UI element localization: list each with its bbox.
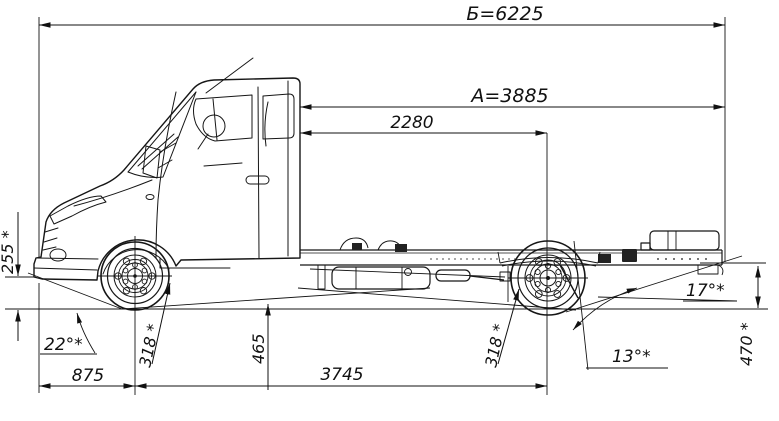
fog-lamp bbox=[49, 248, 67, 262]
headlight bbox=[49, 195, 107, 225]
exhaust-downpipe bbox=[339, 237, 369, 251]
driveshaft bbox=[309, 268, 506, 278]
dim-front-overhang bbox=[38, 283, 135, 393]
vent-window-divider bbox=[212, 98, 218, 141]
axle-centerlines bbox=[98, 133, 588, 395]
fuel-tank bbox=[331, 266, 431, 290]
spring-shackles bbox=[497, 251, 601, 264]
antenna bbox=[205, 57, 254, 94]
u-joint bbox=[499, 271, 511, 282]
label-mid-clearance: 465 bbox=[249, 333, 268, 364]
label-wheelbase: 3745 bbox=[320, 365, 363, 385]
cab-rear-hanger bbox=[317, 264, 326, 290]
label-rear-frame-height: 470 * bbox=[737, 322, 756, 366]
frame-bracket-2 bbox=[622, 249, 637, 262]
label-front-height: 255 * bbox=[0, 230, 17, 274]
chassis-frame bbox=[300, 230, 724, 302]
label-approach-angle: 22°* bbox=[44, 335, 83, 355]
windshield-edge bbox=[127, 91, 197, 173]
grille-slats bbox=[42, 227, 59, 251]
rear-platform-box bbox=[649, 230, 720, 251]
steering-column bbox=[197, 133, 209, 150]
wheel-arch-inner bbox=[102, 249, 170, 275]
label-cab-to-rear-axle: 2280 bbox=[390, 113, 433, 133]
cab-step bbox=[159, 257, 231, 269]
label-front-overhang: 875 bbox=[72, 366, 104, 386]
frame-bracket-1 bbox=[598, 254, 611, 263]
engine-mount bbox=[352, 243, 362, 250]
cab-outline bbox=[33, 77, 301, 281]
mirror bbox=[142, 145, 161, 179]
rear-underframe-box bbox=[697, 264, 719, 275]
vehicle-cab bbox=[33, 57, 301, 281]
rear-wheel-bolts bbox=[534, 262, 562, 294]
rear-platform-notch bbox=[640, 242, 651, 251]
rail-rivets bbox=[657, 258, 707, 260]
label-departure-angle: 17°* bbox=[686, 281, 725, 301]
center-bearing bbox=[404, 268, 412, 276]
door-handle bbox=[245, 175, 270, 185]
rear-platform-strap bbox=[667, 231, 677, 250]
door-rear-seam bbox=[257, 86, 260, 259]
wiper bbox=[137, 133, 179, 170]
shock-absorber bbox=[559, 264, 579, 299]
label-overall-length: Б=6225 bbox=[466, 3, 543, 25]
side-marker bbox=[145, 194, 155, 200]
ramp-line-front bbox=[121, 287, 431, 310]
label-front-clearance: 318 * bbox=[135, 322, 163, 369]
bumper-top-line bbox=[35, 257, 99, 260]
construction-lines bbox=[27, 240, 743, 371]
ramp-arc bbox=[572, 287, 638, 331]
label-cab-to-frame-end: А=3885 bbox=[469, 85, 548, 107]
door-front-seam bbox=[155, 91, 177, 259]
dim-overall-length bbox=[38, 17, 726, 262]
approach-arc bbox=[76, 312, 96, 354]
label-ramp-angle: 13°* bbox=[612, 347, 651, 367]
bumper-crease bbox=[33, 267, 98, 271]
cowl-line bbox=[127, 91, 197, 178]
exhaust-pipe bbox=[469, 275, 505, 281]
seat-back bbox=[264, 101, 269, 147]
dim-front-clearance bbox=[151, 282, 171, 365]
linkage-block bbox=[395, 244, 407, 252]
steering-wheel bbox=[202, 114, 226, 138]
ground-line bbox=[5, 262, 768, 310]
door-badge bbox=[203, 162, 243, 167]
dim-rear-clearance bbox=[497, 288, 520, 365]
ramp-line-rear bbox=[297, 287, 577, 311]
quarter-window bbox=[262, 93, 295, 140]
tank-straps bbox=[355, 267, 403, 289]
label-rear-clearance: 318 * bbox=[481, 322, 509, 369]
hood-line bbox=[73, 179, 153, 207]
tow-hook bbox=[717, 264, 724, 276]
leaf-spring bbox=[499, 257, 599, 267]
door-window bbox=[193, 94, 253, 142]
